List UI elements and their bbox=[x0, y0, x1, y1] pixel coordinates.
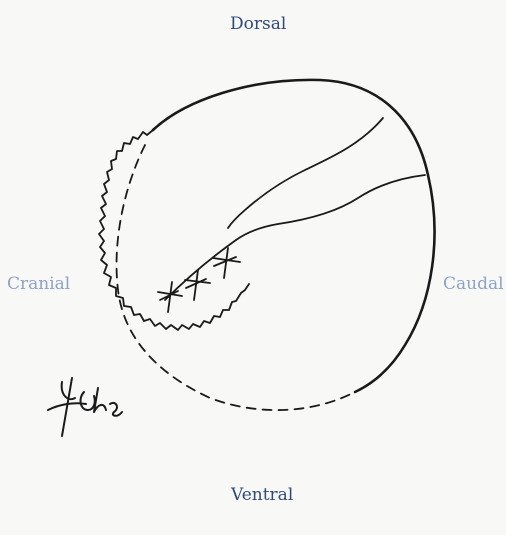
label-cranial: Cranial bbox=[7, 276, 70, 293]
suture-stitch bbox=[185, 270, 210, 300]
label-dorsal: Dorsal bbox=[230, 16, 286, 33]
dashed-inner-line bbox=[117, 145, 355, 410]
label-ventral: Ventral bbox=[231, 487, 293, 504]
lower-line bbox=[236, 175, 425, 240]
organ-outline bbox=[153, 80, 435, 392]
label-caudal: Caudal bbox=[443, 276, 504, 293]
wavy-edge bbox=[99, 130, 249, 330]
signature-strokes bbox=[48, 378, 122, 436]
suture-stitch bbox=[213, 248, 240, 278]
upper-line bbox=[228, 118, 383, 228]
